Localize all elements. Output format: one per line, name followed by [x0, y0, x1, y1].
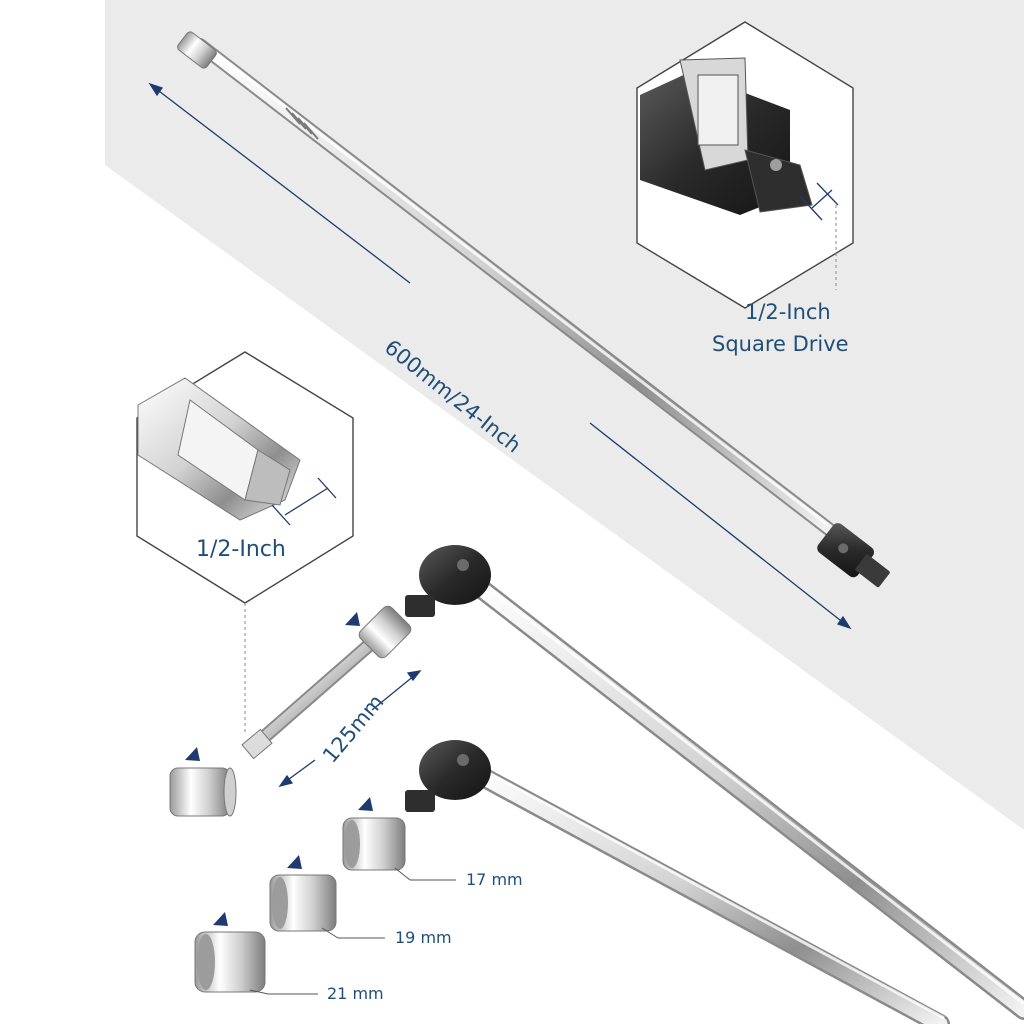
socket-small: [169, 767, 237, 817]
square-drive-label-size: 1/2-Inch: [745, 300, 831, 324]
insertion-arrows: [185, 612, 373, 926]
socket-17mm: [342, 817, 456, 881]
socket-size-label-21: 21 mm: [327, 984, 384, 1003]
extension-bar: [241, 605, 412, 760]
socket-19mm: [269, 874, 385, 939]
square-drive-callout: [636, 21, 854, 309]
extension-dimension-line: [278, 670, 422, 788]
breaker-bar-flex-head: [817, 523, 890, 588]
socket-size-label-17: 17 mm: [466, 870, 523, 889]
drive-end-label: 1/2-Inch: [196, 537, 286, 562]
square-drive-label-type: Square Drive: [712, 332, 849, 356]
socket-size-label-19: 19 mm: [395, 928, 452, 947]
ratchet-handle-lower: [405, 740, 950, 1024]
breaker-bar-long: [177, 31, 890, 588]
length-dimension-line: [148, 82, 852, 630]
drive-end-callout: [136, 351, 354, 735]
socket-21mm: [194, 931, 318, 995]
ratchet-handle-upper: [405, 545, 1024, 1020]
